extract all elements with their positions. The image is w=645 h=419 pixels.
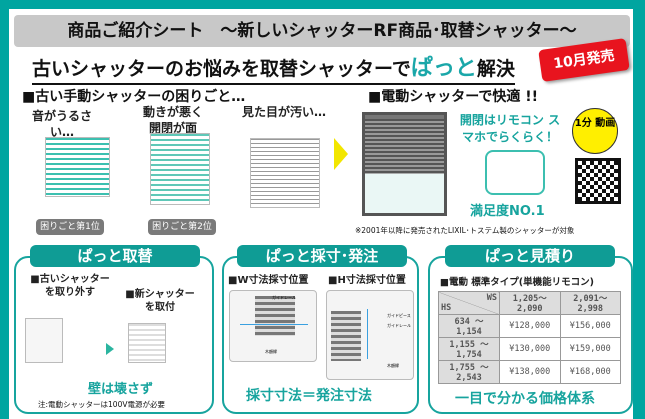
table-row: 1,755 ～ 2,543¥138,000¥168,000	[438, 360, 621, 384]
stiff-shutter-illustration	[150, 133, 210, 205]
install-step: ■新シャッター を取付	[125, 289, 195, 313]
height-range: 634 ～ 1,154	[438, 314, 500, 338]
arrow-icon	[106, 343, 114, 355]
headline-post: 解決	[476, 58, 515, 80]
rank-badge-1: 困りごと第1位	[36, 219, 104, 235]
video-bubble[interactable]: 1分 動画	[572, 108, 618, 154]
problem-caption-2: 動きが悪く開閉が面倒…	[142, 105, 203, 151]
electric-heading: ■電動シャッターで快適 !!	[368, 89, 539, 105]
height-arrow	[367, 309, 368, 359]
measure-slogan: 採寸寸法＝発注寸法	[246, 388, 372, 404]
price-cell: ¥159,000	[559, 337, 621, 361]
diagram-label: 木額縁	[265, 349, 277, 354]
table-row: 1,155 ～ 1,754¥130,000¥159,000	[438, 337, 621, 361]
no-wall-damage: 壁は壊さず	[88, 382, 154, 397]
price-cell: ¥138,000	[499, 360, 561, 384]
new-shutter-diagram	[128, 323, 166, 363]
electric-shutter-illustration	[362, 112, 447, 216]
remove-step: ■古いシャッター を取り外す	[30, 274, 110, 298]
price-cell: ¥156,000	[559, 314, 621, 338]
footnote: ※2001年以降に発売されたLIXIL･トステム製のシャッターが対象	[355, 226, 575, 235]
height-range: 1,155 ～ 1,754	[438, 337, 500, 361]
headline: 古いシャッターのお悩みを取替シャッターでぱっと解決	[32, 55, 515, 85]
diagram-label: 木額縁	[387, 363, 399, 368]
problem-caption-1: 音がうるさい…	[31, 109, 92, 139]
diagram-label: ガイドピース	[387, 313, 411, 318]
arrow-right-icon	[334, 138, 348, 170]
table-row: 634 ～ 1,154¥128,000¥156,000	[438, 314, 621, 338]
old-shutter-heading: ■古い手動シャッターの困りごと…	[22, 89, 246, 105]
price-cell: ¥128,000	[499, 314, 561, 338]
replace-panel-title: ぱっと取替	[30, 245, 200, 267]
headline-pre: 古いシャッターのお悩みを取替シャッターで	[32, 58, 411, 80]
height-range: 1,755 ～ 2,543	[438, 360, 500, 384]
problem-caption-3: 見た目が汚い…	[241, 105, 326, 119]
diagram-label: ガイドレール	[387, 323, 411, 328]
hs-label: HS	[441, 303, 452, 313]
price-cell: ¥130,000	[499, 337, 561, 361]
measure-panel-title: ぱっと採寸･発注	[237, 245, 407, 267]
noisy-shutter-illustration	[45, 137, 110, 197]
remote-text: 開閉はリモコン スマホでらくらく！	[459, 113, 561, 144]
headline-accent: ぱっと	[410, 56, 477, 81]
power-note: 注:電動シャッターは100V電源が必要	[38, 400, 165, 409]
estimate-subtitle: ■電動 標準タイプ(単機能リモコン)	[440, 277, 594, 288]
width-range: 2,091～ 2,998	[559, 291, 621, 315]
ws-label: WS	[486, 293, 497, 303]
w-measure-label: ■W寸法採寸位置	[228, 275, 309, 286]
estimate-panel-title: ぱっと見積り	[445, 245, 615, 267]
sofa-illustration	[485, 150, 545, 195]
h-measure-label: ■H寸法採寸位置	[328, 275, 406, 286]
sheet-title: 商品ご紹介シート ～新しいシャッターRF商品･取替シャッター～	[14, 15, 630, 47]
h-measure-diagram: ガイドピースガイドレール木額縁	[326, 290, 414, 380]
old-shutter-diagram	[25, 318, 63, 363]
w-measure-diagram: ガイドレール木額縁	[229, 290, 317, 362]
satisfaction-text: 満足度NO.1	[470, 204, 545, 219]
width-arrow	[240, 324, 308, 325]
dirty-shutter-illustration	[250, 138, 320, 208]
width-range: 1,205～ 2,090	[499, 291, 561, 315]
qr-code[interactable]	[575, 158, 621, 204]
price-cell: ¥168,000	[559, 360, 621, 384]
estimate-slogan: 一目で分かる価格体系	[455, 391, 595, 407]
rank-badge-2: 困りごと第2位	[148, 219, 216, 235]
diagram-label: ガイドレール	[272, 295, 296, 300]
